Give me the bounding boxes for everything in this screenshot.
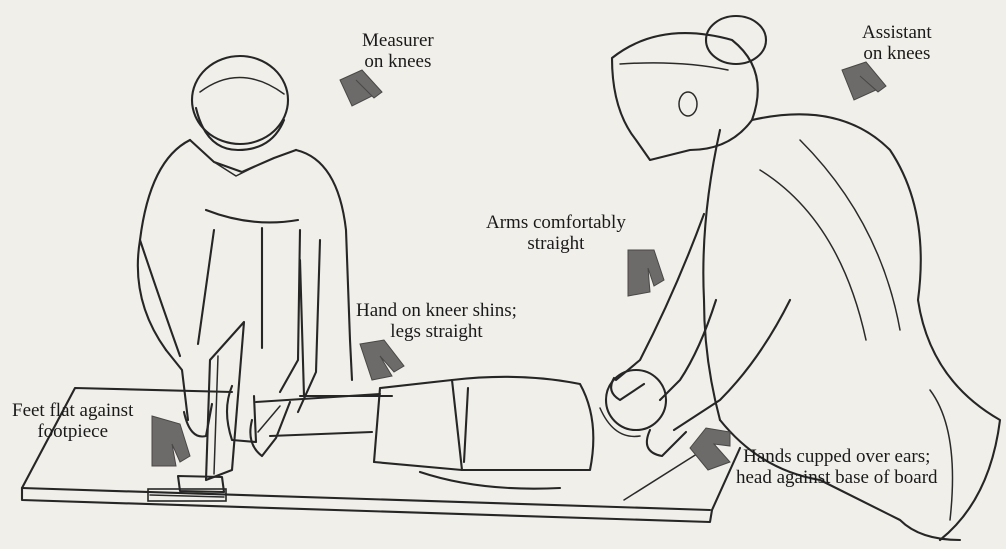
label-feet-line2: footpiece (12, 421, 133, 442)
label-hands-cupped-line2: head against base of board (736, 467, 938, 488)
label-feet-line1: Feet flat against (12, 400, 133, 421)
label-arms-line1: Arms comfortably (486, 212, 626, 233)
label-feet: Feet flat against footpiece (12, 400, 133, 442)
label-assistant-line1: Assistant (862, 22, 932, 43)
label-hands-cupped-line1: Hands cupped over ears; (736, 446, 938, 467)
label-hands-cupped: Hands cupped over ears; head against bas… (736, 446, 938, 488)
label-arms-line2: straight (486, 233, 626, 254)
arrow-hands-cupped (690, 428, 730, 470)
label-measurer: Measurer on knees (362, 30, 434, 72)
arrow-assistant (842, 62, 886, 100)
arrow-feet (152, 416, 190, 466)
label-assistant-line2: on knees (862, 43, 932, 64)
label-hand-line2: legs straight (356, 321, 517, 342)
arrow-hand (360, 340, 404, 380)
label-arms: Arms comfortably straight (486, 212, 626, 254)
arrow-measurer (340, 70, 382, 106)
arrow-arms (628, 250, 664, 296)
label-assistant: Assistant on knees (862, 22, 932, 64)
label-hand-line1: Hand on kneer shins; (356, 300, 517, 321)
label-measurer-line2: on knees (362, 51, 434, 72)
child-figure (227, 370, 666, 489)
label-measurer-line1: Measurer (362, 30, 434, 51)
label-hand: Hand on kneer shins; legs straight (356, 300, 517, 342)
